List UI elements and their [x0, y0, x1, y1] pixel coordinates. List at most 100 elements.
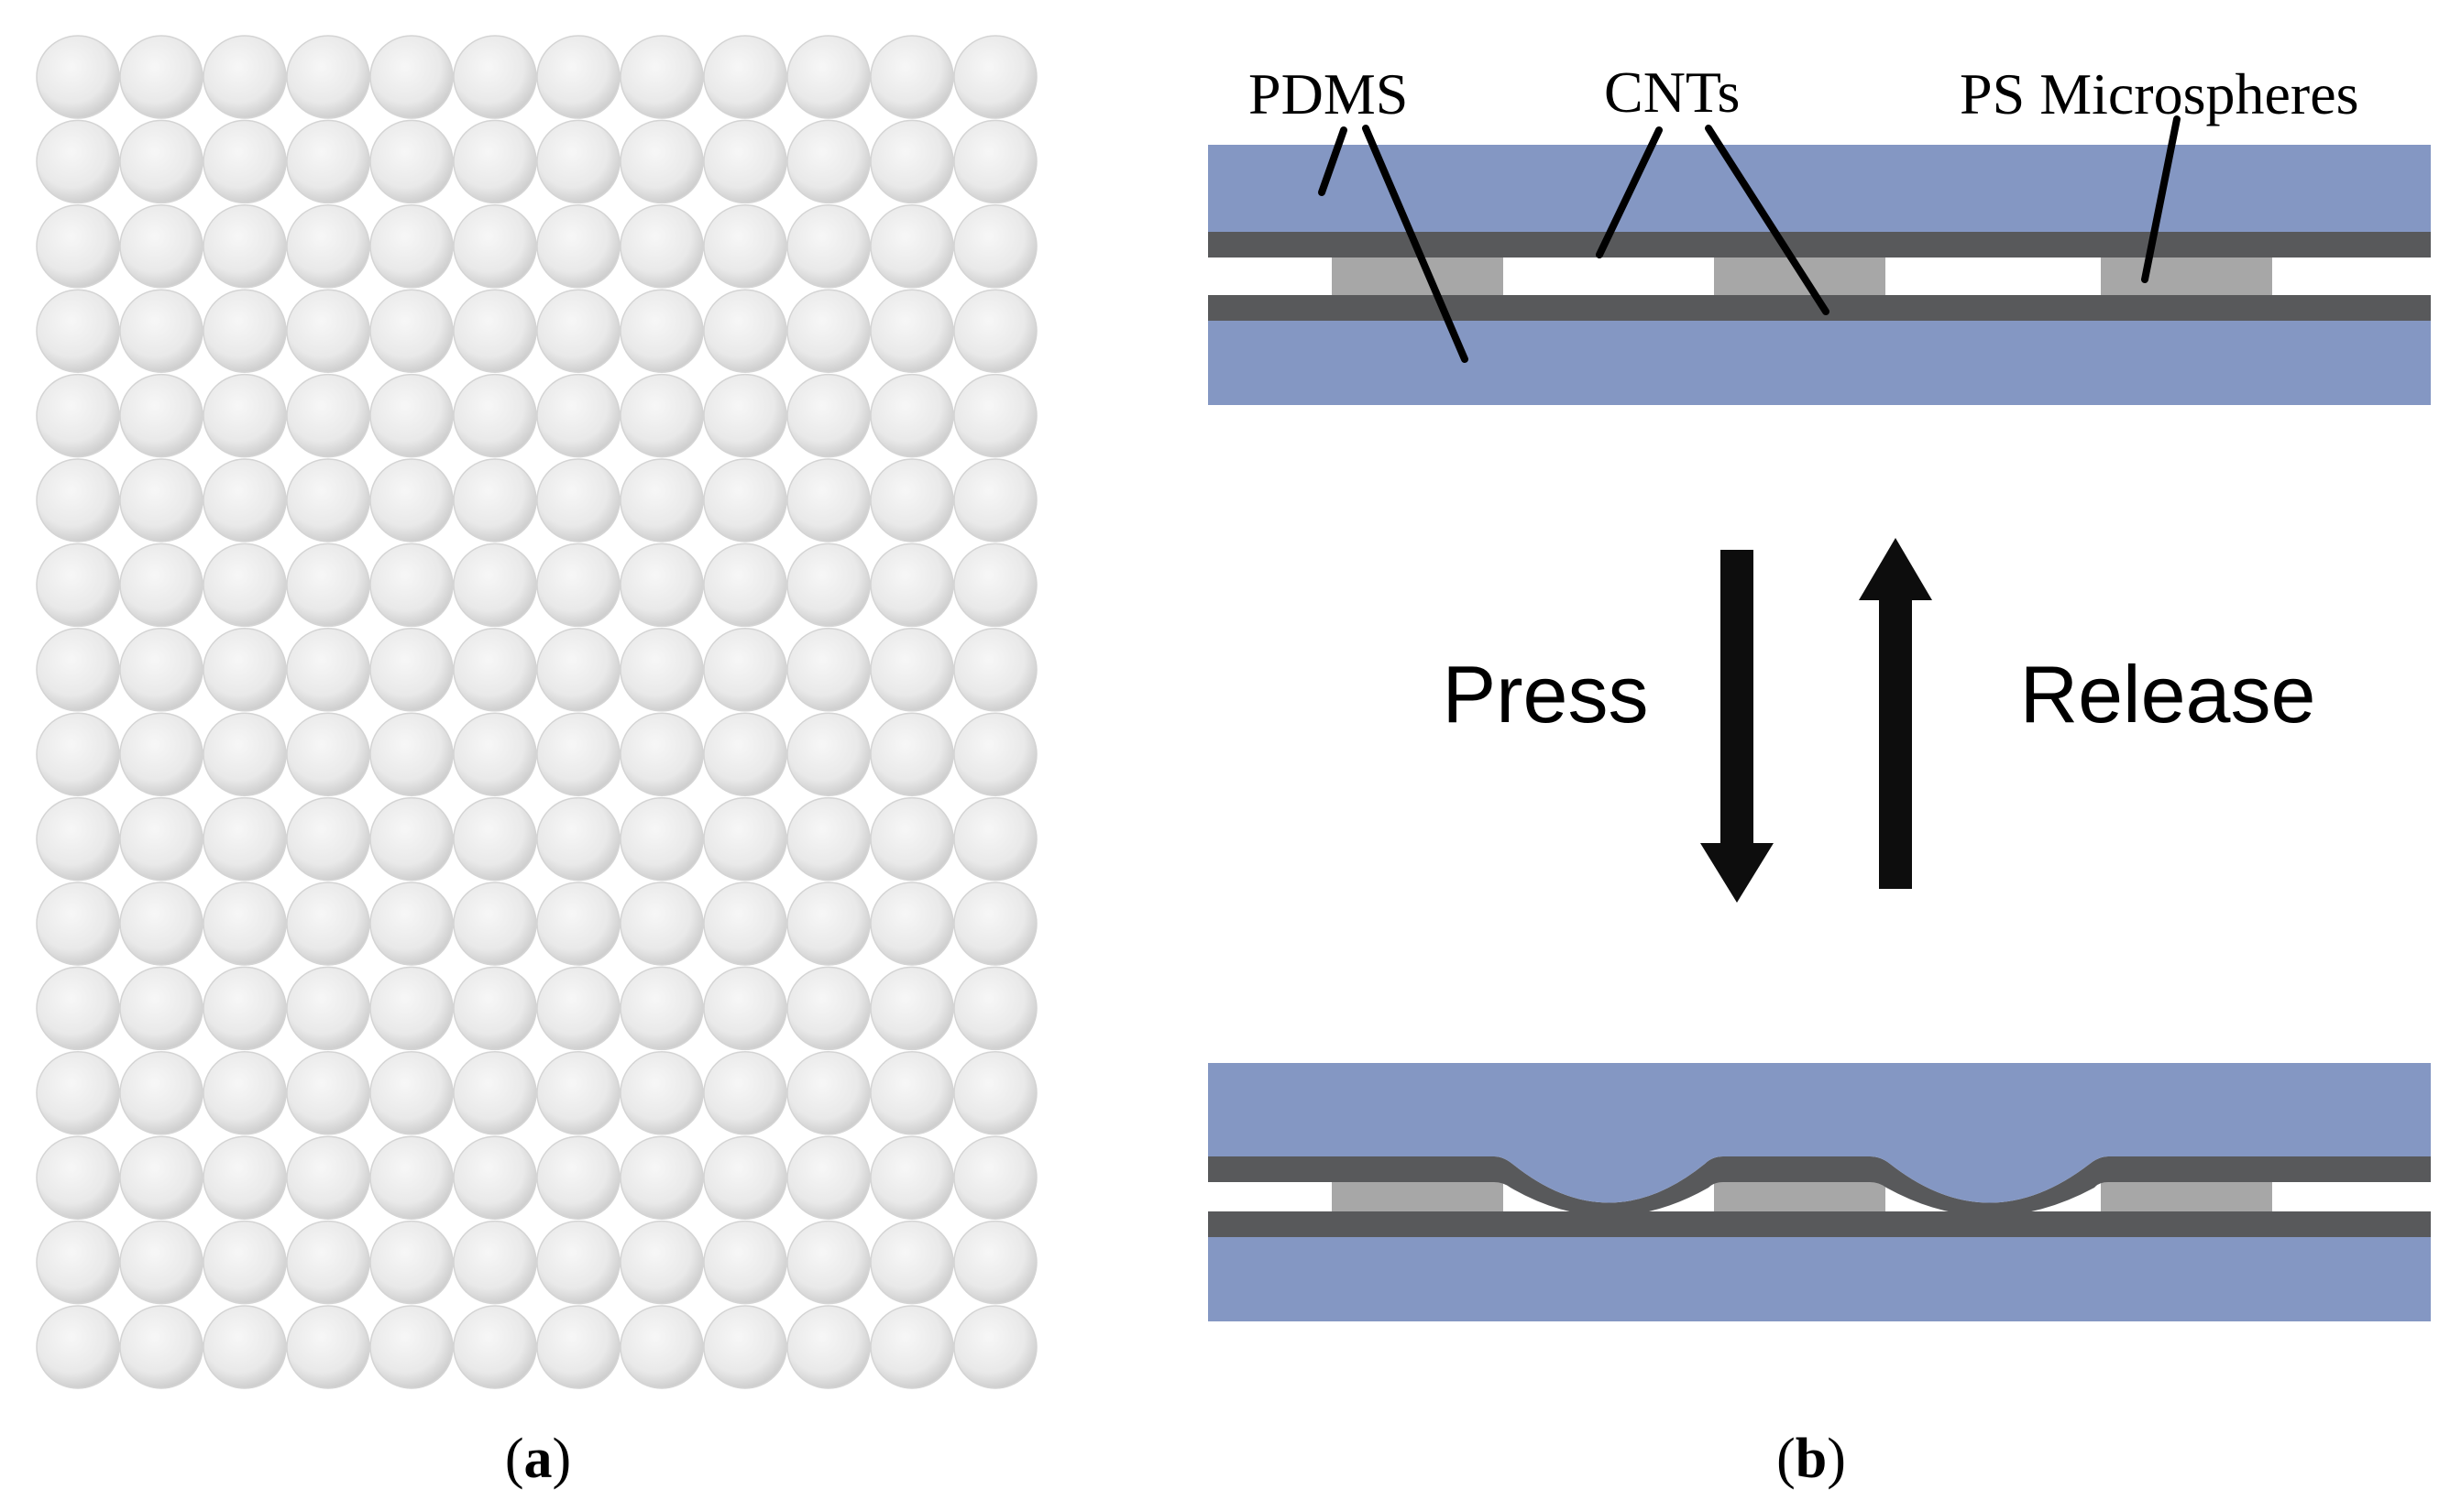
microsphere — [870, 35, 954, 119]
microsphere — [870, 1051, 954, 1135]
microsphere — [953, 542, 1038, 628]
microsphere — [703, 796, 787, 882]
microsphere — [620, 966, 704, 1051]
microsphere — [786, 796, 871, 882]
pdms-top-layer-deformed — [1208, 1063, 2431, 1203]
ps-microspheres-leader-line — [2141, 115, 2181, 283]
pdms-bottom-layer — [1208, 1237, 2431, 1321]
microsphere — [203, 373, 287, 458]
microsphere — [703, 1305, 787, 1389]
microsphere — [119, 35, 203, 119]
microsphere — [286, 289, 370, 373]
microsphere — [536, 712, 621, 796]
microsphere — [119, 204, 203, 289]
microsphere — [369, 1135, 454, 1220]
microsphere — [119, 542, 203, 628]
microsphere — [203, 458, 287, 542]
microsphere — [453, 542, 537, 628]
microsphere — [786, 1305, 871, 1389]
microsphere — [536, 796, 621, 882]
microsphere — [119, 882, 203, 966]
microsphere — [620, 119, 704, 204]
press-arrow-head-icon — [1700, 843, 1774, 903]
microsphere — [36, 1051, 120, 1135]
ps-microsphere-spacer — [1332, 257, 1503, 295]
microsphere — [870, 373, 954, 458]
microsphere — [786, 542, 871, 628]
microsphere — [286, 966, 370, 1051]
microsphere — [203, 712, 287, 796]
microsphere — [870, 119, 954, 204]
microsphere — [453, 1135, 537, 1220]
microsphere — [369, 1220, 454, 1305]
microsphere — [953, 966, 1038, 1051]
microsphere — [620, 712, 704, 796]
microsphere — [369, 882, 454, 966]
microsphere — [786, 458, 871, 542]
microsphere — [286, 35, 370, 119]
microsphere — [119, 966, 203, 1051]
microsphere — [536, 373, 621, 458]
microsphere — [953, 1051, 1038, 1135]
microsphere — [620, 458, 704, 542]
pdms-leader-line — [1362, 125, 1468, 363]
microsphere — [453, 373, 537, 458]
callout-leaders — [1318, 115, 2181, 363]
microsphere — [203, 289, 287, 373]
microsphere — [453, 712, 537, 796]
microsphere — [203, 796, 287, 882]
microsphere — [703, 1220, 787, 1305]
cnts-leader-line — [1705, 125, 1829, 315]
microsphere — [620, 542, 704, 628]
press-label: Press — [1443, 649, 1649, 740]
press-arrow — [1700, 550, 1774, 903]
microsphere — [286, 458, 370, 542]
microsphere — [870, 882, 954, 966]
microsphere — [453, 458, 537, 542]
microsphere — [119, 712, 203, 796]
microsphere — [36, 542, 120, 628]
microsphere — [453, 882, 537, 966]
microsphere — [703, 542, 787, 628]
pdms-top-layer — [1208, 145, 2431, 232]
microsphere — [203, 966, 287, 1051]
microsphere — [703, 458, 787, 542]
microsphere — [703, 119, 787, 204]
microsphere — [453, 1220, 537, 1305]
microsphere — [369, 966, 454, 1051]
microsphere — [286, 204, 370, 289]
microsphere — [870, 1220, 954, 1305]
microsphere — [870, 458, 954, 542]
microsphere — [620, 373, 704, 458]
microsphere — [36, 966, 120, 1051]
microsphere — [36, 373, 120, 458]
microsphere — [870, 628, 954, 712]
microsphere — [203, 1135, 287, 1220]
ps-microsphere-spacer — [2101, 257, 2272, 295]
microsphere — [620, 1220, 704, 1305]
panel-b-label: (b) — [1776, 1428, 1846, 1490]
microsphere — [203, 1051, 287, 1135]
microsphere — [453, 1305, 537, 1389]
microsphere — [536, 1051, 621, 1135]
microsphere — [536, 542, 621, 628]
microsphere — [36, 35, 120, 119]
panel-a-microsphere-array — [36, 35, 1038, 1389]
microsphere — [786, 712, 871, 796]
release-label: Release — [2020, 649, 2316, 740]
microsphere — [453, 289, 537, 373]
microsphere — [536, 966, 621, 1051]
microsphere — [953, 628, 1038, 712]
microsphere — [536, 1220, 621, 1305]
microsphere — [369, 289, 454, 373]
microsphere — [953, 882, 1038, 966]
microsphere — [953, 35, 1038, 119]
microsphere — [870, 712, 954, 796]
microsphere — [369, 119, 454, 204]
microsphere — [620, 628, 704, 712]
microsphere — [453, 966, 537, 1051]
microsphere — [536, 628, 621, 712]
microsphere — [786, 1135, 871, 1220]
microsphere — [870, 966, 954, 1051]
